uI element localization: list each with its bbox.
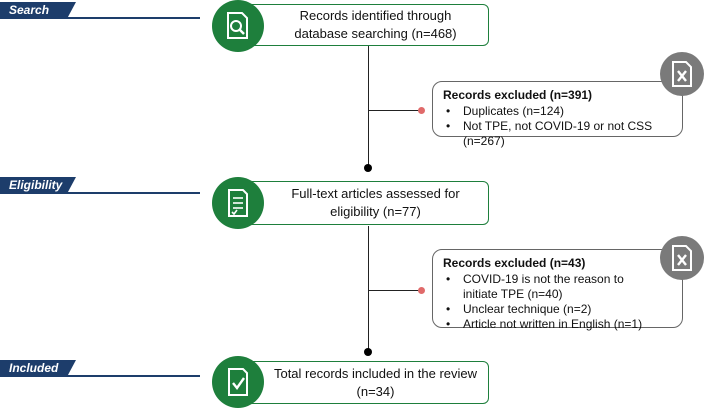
records-excluded-header-1: Records excluded (n=391) <box>443 88 593 102</box>
stage-search-tab: Search <box>0 2 76 19</box>
records-excluded-list-1: Duplicates (n=124) Not TPE, not COVID-19… <box>443 104 672 149</box>
list-item: Duplicates (n=124) <box>443 104 672 119</box>
records-excluded-header-2: Records excluded (n=43) <box>443 256 586 270</box>
connector-dot-exclusion-1 <box>418 107 425 114</box>
list-item: Not TPE, not COVID-19 or not CSS (n=267) <box>443 119 672 149</box>
records-excluded-box-1: Records excluded (n=391) Duplicates (n=1… <box>432 81 683 148</box>
document-x-icon <box>660 52 704 96</box>
connector-dot-exclusion-2 <box>418 287 425 294</box>
stage-search-line <box>0 17 200 19</box>
records-excluded-list-2: COVID-19 is not the reason to initiate T… <box>443 272 672 332</box>
stage-included-tab: Included <box>0 360 76 377</box>
total-included-box: Total records included in the review (n=… <box>236 361 489 404</box>
connector-vertical-1 <box>368 46 369 168</box>
connector-branch-2 <box>368 290 420 291</box>
connector-vertical-2 <box>368 226 369 352</box>
list-item: Unclear technique (n=2) <box>443 302 672 317</box>
fulltext-assessed-box: Full-text articles assessed for eligibil… <box>236 181 489 225</box>
list-item: Article not written in English (n=1) <box>443 317 672 332</box>
arrow-head-2 <box>364 348 372 356</box>
stage-eligibility-line <box>0 192 200 194</box>
arrow-head-1 <box>364 164 372 172</box>
checked-document-icon <box>212 356 264 408</box>
list-item: COVID-19 is not the reason to initiate T… <box>443 272 672 302</box>
fulltext-assessed-text: Full-text articles assessed for eligibil… <box>291 186 460 219</box>
document-x-icon <box>660 236 704 280</box>
stage-eligibility-tab: Eligibility <box>0 177 76 194</box>
records-identified-text: Records identified through database sear… <box>294 8 457 41</box>
records-excluded-box-2: Records excluded (n=43) COVID-19 is not … <box>432 249 683 332</box>
connector-branch-1 <box>368 110 420 111</box>
stage-included-line <box>0 375 200 377</box>
checklist-document-icon <box>212 177 264 229</box>
total-included-text: Total records included in the review (n=… <box>273 365 478 399</box>
records-identified-box: Records identified through database sear… <box>236 4 489 46</box>
document-search-icon <box>212 0 264 52</box>
